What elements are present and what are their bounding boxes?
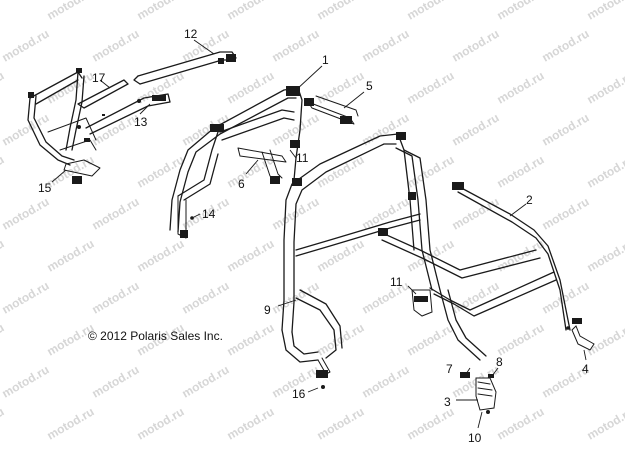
part-2-rear-frame xyxy=(378,182,595,361)
watermark-text: motod.ru xyxy=(495,68,547,106)
part-12-top-bar xyxy=(133,51,237,85)
watermark-text: motod.ru xyxy=(0,110,52,148)
callout-15: 15 xyxy=(38,181,52,195)
callout-12: 12 xyxy=(184,27,198,41)
watermark-text: motod.ru xyxy=(135,0,187,23)
watermark-text: motod.ru xyxy=(225,0,277,23)
watermark-text: motod.ru xyxy=(90,26,142,64)
callout-17: 17 xyxy=(92,71,106,85)
part-1-rear-cab xyxy=(169,86,303,239)
watermark-text: motod.ru xyxy=(450,194,502,232)
watermark-text: motod.ru xyxy=(0,236,7,274)
callout-14: 14 xyxy=(202,207,216,221)
watermark-text: motod.ru xyxy=(540,194,592,232)
watermark-text: motod.ru xyxy=(450,26,502,64)
callout-5: 5 xyxy=(366,79,373,93)
callout-13: 13 xyxy=(134,115,148,129)
watermark-text: motod.ru xyxy=(585,152,625,190)
callout-11-upper: 11 xyxy=(296,151,309,165)
watermark-text: motod.ru xyxy=(405,404,457,442)
part-9-front-cab xyxy=(281,132,441,389)
part-15-front-frame xyxy=(27,68,101,184)
watermark-text: motod.ru xyxy=(315,404,367,442)
watermark-text: motod.ru xyxy=(0,152,7,190)
watermark-text: motod.ru xyxy=(315,0,367,23)
watermark-text: motod.ru xyxy=(45,404,97,442)
watermark-text: motod.ru xyxy=(585,320,625,358)
watermark-text: motod.ru xyxy=(0,194,52,232)
watermark-text: motod.ru xyxy=(135,152,187,190)
watermark-text: motod.ru xyxy=(90,278,142,316)
callout-16: 16 xyxy=(292,387,306,401)
watermark-text: motod.ru xyxy=(495,0,547,23)
watermark-text: motod.ru xyxy=(360,362,412,400)
watermark-text: motod.ru xyxy=(360,26,412,64)
watermark-text: motod.ru xyxy=(495,320,547,358)
watermark-text: motod.ru xyxy=(225,236,277,274)
callout-6: 6 xyxy=(238,177,245,191)
watermark-text: motod.ru xyxy=(0,68,7,106)
watermark-text: motod.ru xyxy=(135,404,187,442)
callout-10: 10 xyxy=(468,431,482,445)
watermark-text: motod.ru xyxy=(405,0,457,23)
watermark-text: motod.ru xyxy=(585,404,625,442)
watermark-text: motod.ru xyxy=(585,236,625,274)
callout-2: 2 xyxy=(526,193,533,207)
watermark-text: motod.ru xyxy=(495,404,547,442)
watermark-text: motod.ru xyxy=(225,320,277,358)
part-5-brace xyxy=(304,95,359,125)
leader-lines xyxy=(51,39,587,429)
watermark-text: motod.ru xyxy=(225,404,277,442)
watermark-text: motod.ru xyxy=(45,68,97,106)
watermark-text: motod.ru xyxy=(0,26,52,64)
watermark-text: motod.ru xyxy=(315,68,367,106)
watermark-text: motod.ru xyxy=(540,110,592,148)
watermark-text: motod.ru xyxy=(405,68,457,106)
callout-7: 7 xyxy=(446,362,453,376)
watermark-text: motod.ru xyxy=(360,278,412,316)
watermark-text: motod.ru xyxy=(0,278,52,316)
watermark-text: motod.ru xyxy=(315,152,367,190)
callout-3: 3 xyxy=(444,395,451,409)
part-3-mount xyxy=(460,372,497,414)
watermark-text: motod.ru xyxy=(270,26,322,64)
watermark-text: motod.ru xyxy=(90,362,142,400)
watermark-text: motod.ru xyxy=(0,320,7,358)
part-11-lower-bracket xyxy=(411,289,433,317)
callout-4: 4 xyxy=(582,362,589,376)
watermark-text: motod.ru xyxy=(585,0,625,23)
watermark-text: motod.ru xyxy=(90,194,142,232)
part-17-13-upper-brace xyxy=(77,79,171,135)
watermark-text: motod.ru xyxy=(495,152,547,190)
watermark-text: motod.ru xyxy=(135,236,187,274)
watermark-text: motod.ru xyxy=(45,0,97,23)
watermark-text: motod.ru xyxy=(0,404,7,442)
watermark-text: motod.ru xyxy=(360,110,412,148)
watermark-text: motod.ru xyxy=(540,26,592,64)
watermark-text: motod.ru xyxy=(450,110,502,148)
callout-8: 8 xyxy=(496,355,503,369)
watermark-text: motod.ru xyxy=(405,320,457,358)
watermark-text: motod.ru xyxy=(0,0,7,23)
watermark-text: motod.ru xyxy=(450,278,502,316)
watermark-text: motod.ru xyxy=(180,362,232,400)
watermark-layer: motod.ru motod.ru motod.ru motod.ru motod.ru… xyxy=(0,0,625,443)
watermark-text: motod.ru xyxy=(360,194,412,232)
watermark-text: motod.ru xyxy=(45,236,97,274)
watermark-text: motod.ru xyxy=(0,362,52,400)
callout-labels: 1 2 3 4 5 6 7 8 9 10 11 11 12 13 14 15 1… xyxy=(38,27,589,445)
copyright-text: © 2012 Polaris Sales Inc. xyxy=(88,329,223,343)
watermark-text: motod.ru xyxy=(180,278,232,316)
callout-1: 1 xyxy=(322,53,329,67)
watermark-text: motod.ru xyxy=(225,68,277,106)
callout-9: 9 xyxy=(264,303,271,317)
callout-11-lower: 11 xyxy=(390,275,403,289)
watermark-text: motod.ru xyxy=(585,68,625,106)
